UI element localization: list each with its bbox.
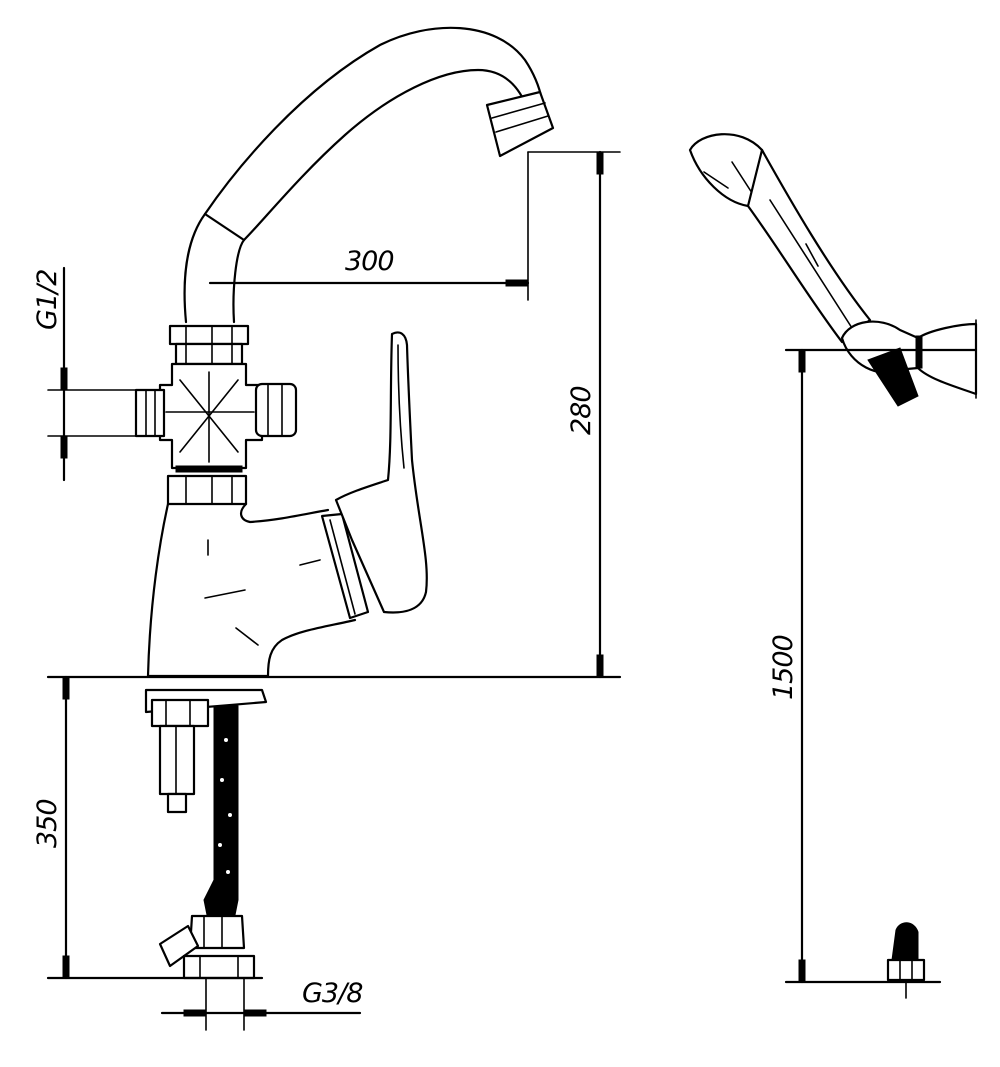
dim-shank-length: 350 xyxy=(32,799,63,848)
inlet-nut xyxy=(182,954,256,980)
hand-shower xyxy=(688,133,978,407)
threaded-shank xyxy=(158,724,196,796)
dim-spout-reach: 300 xyxy=(345,246,394,277)
collar-nut-bottom xyxy=(166,474,248,506)
dim-inlet-thread: G3/8 xyxy=(302,978,362,1009)
cross-body xyxy=(158,362,264,470)
hose-dimension xyxy=(784,348,978,999)
dimension-lines xyxy=(46,150,622,1031)
side-port-right xyxy=(254,382,298,438)
dim-hose-length: 1500 xyxy=(768,635,799,700)
lever-handle[interactable] xyxy=(334,331,428,614)
underside-fittings xyxy=(144,688,268,980)
side-port-left xyxy=(134,388,166,438)
dim-height: 280 xyxy=(566,386,597,435)
mixer-body xyxy=(146,502,357,678)
spout xyxy=(183,26,544,324)
faucet-body xyxy=(134,26,555,678)
collar-nut-top xyxy=(168,324,250,346)
hose-end-connector xyxy=(891,922,919,961)
shower-handle xyxy=(746,148,872,344)
braided-hose xyxy=(203,705,239,931)
shank-nut xyxy=(150,698,210,728)
dim-side-thread: G1/2 xyxy=(32,270,63,330)
cartridge xyxy=(320,512,370,620)
